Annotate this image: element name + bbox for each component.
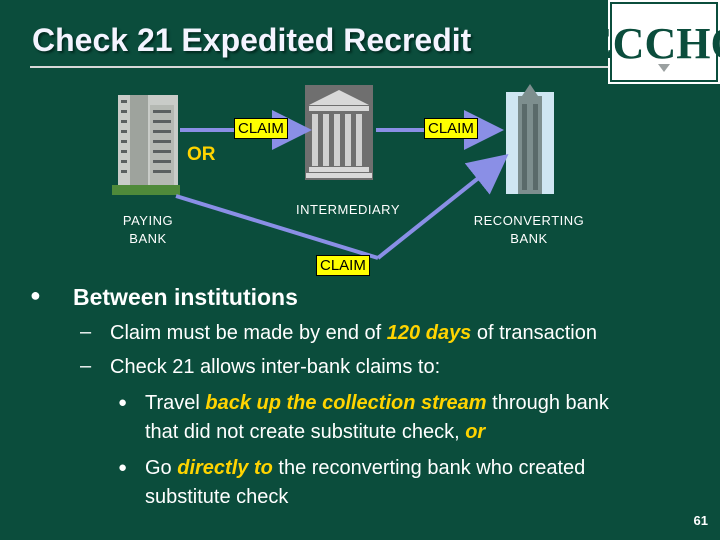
arrow-direct-to-reconverting — [376, 154, 509, 260]
eccho-logo: ECCHO — [608, 0, 720, 84]
intermediary-label: INTERMEDIARY — [296, 202, 400, 217]
bullet-main: ● Between institutions — [30, 284, 298, 310]
reconverting-bank-label: RECONVERTING BANK — [473, 213, 585, 246]
page-number: 61 — [693, 513, 708, 528]
paying-bank-building-icon — [112, 95, 180, 195]
slide-title: Check 21 Expedited Recredit — [32, 22, 472, 58]
bullet-dot-icon: ● — [30, 285, 41, 305]
dash-icon: – — [80, 321, 92, 343]
claim-label-top-right: CLAIM — [424, 118, 478, 139]
or-label: OR — [187, 144, 216, 165]
bullet-travel-back-line2: that did not create substitute check, or — [145, 421, 486, 443]
bullet-go-directly-line2: substitute check — [145, 486, 289, 508]
bullet-travel-back: Travel back up the collection stream thr… — [145, 392, 609, 414]
bullet-dot-icon: ● — [118, 394, 128, 411]
claim-label-bottom: CLAIM — [316, 255, 370, 276]
claim-flow-diagram — [112, 84, 554, 260]
reconverting-bank-building-icon — [506, 84, 554, 194]
bullet-dot-icon: ● — [118, 459, 128, 476]
logo-text: ECCHO — [608, 19, 720, 68]
title-divider — [30, 66, 615, 68]
claim-label-top-left: CLAIM — [234, 118, 288, 139]
bullet-go-directly: Go directly to the reconverting bank who… — [145, 457, 586, 479]
bullet-interbank-claims: Check 21 allows inter-bank claims to: — [110, 356, 441, 378]
arrow-direct-lower — [175, 194, 379, 260]
bullet-claim-deadline: Claim must be made by end of 120 days of… — [110, 322, 597, 344]
intermediary-bank-icon — [305, 85, 373, 180]
paying-bank-label: PAYING BANK — [122, 213, 174, 246]
dash-icon: – — [80, 355, 92, 377]
